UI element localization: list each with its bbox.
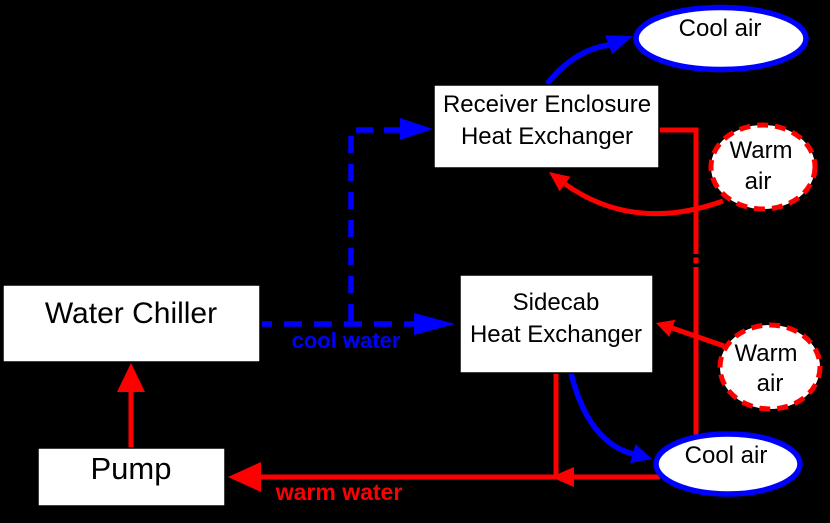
warm-air-to-sidecab-arrowhead [656, 319, 676, 337]
water-chiller-box [2, 284, 261, 363]
pump-label: Pump [91, 451, 172, 486]
receiver-hx-label-line2: Heat Exchanger [461, 123, 633, 150]
cool-water-label: cool water [292, 328, 401, 353]
warm-air-to-receiver-arrow-curve [563, 181, 724, 217]
receiver-hx-box [433, 84, 660, 169]
warm-air-sidecab-label-line2: air [757, 370, 784, 397]
warm-air-receiver-ellipse [708, 122, 818, 212]
cool-water-branch-pipe [348, 127, 402, 321]
receiver-cool-air-out-curve [544, 42, 610, 86]
warm-water-label: warm water [275, 479, 403, 505]
warm-air-to-receiver-arrowhead [549, 172, 571, 192]
sidecab-hx-label-line2: Heat Exchanger [470, 321, 642, 348]
warm-air-receiver-label-line2: air [745, 168, 772, 195]
cool-water-arrowhead-sidecab [414, 313, 455, 335]
warm-air-sidecab-label-line1: Warm [734, 340, 797, 367]
pump-box [37, 447, 226, 507]
warm-air-to-sidecab-arrow-line [671, 325, 725, 349]
cool-air-receiver-label: Cool air [679, 15, 762, 42]
warm-water-arrowhead-junction [551, 467, 574, 487]
cool-air-sidecab-label: Cool air [685, 442, 768, 469]
pump-to-chiller-arrowhead [117, 363, 145, 392]
warm-water-arrowhead-pump [228, 462, 261, 492]
warm-air-receiver-label-line1: Warm [729, 137, 792, 164]
water-chiller-label: Water Chiller [45, 297, 217, 330]
receiver-outlet-pipe [658, 127, 699, 254]
cool-water-arrowhead-receiver [400, 118, 433, 140]
sidecab-cool-air-out-curve [568, 372, 634, 457]
receiver-cool-air-out-arrowhead [605, 35, 633, 55]
cool-air-sidecab-ellipse [653, 431, 803, 497]
receiver-hx-label-line1: Receiver Enclosure [443, 91, 651, 118]
sidecab-cool-air-out-arrowhead [630, 444, 652, 464]
cool-air-receiver-ellipse [633, 4, 809, 73]
sidecab-hx-box [459, 274, 654, 374]
warm-air-sidecab-ellipse [717, 322, 823, 412]
sidecab-hx-label-line1: Sidecab [513, 289, 600, 316]
